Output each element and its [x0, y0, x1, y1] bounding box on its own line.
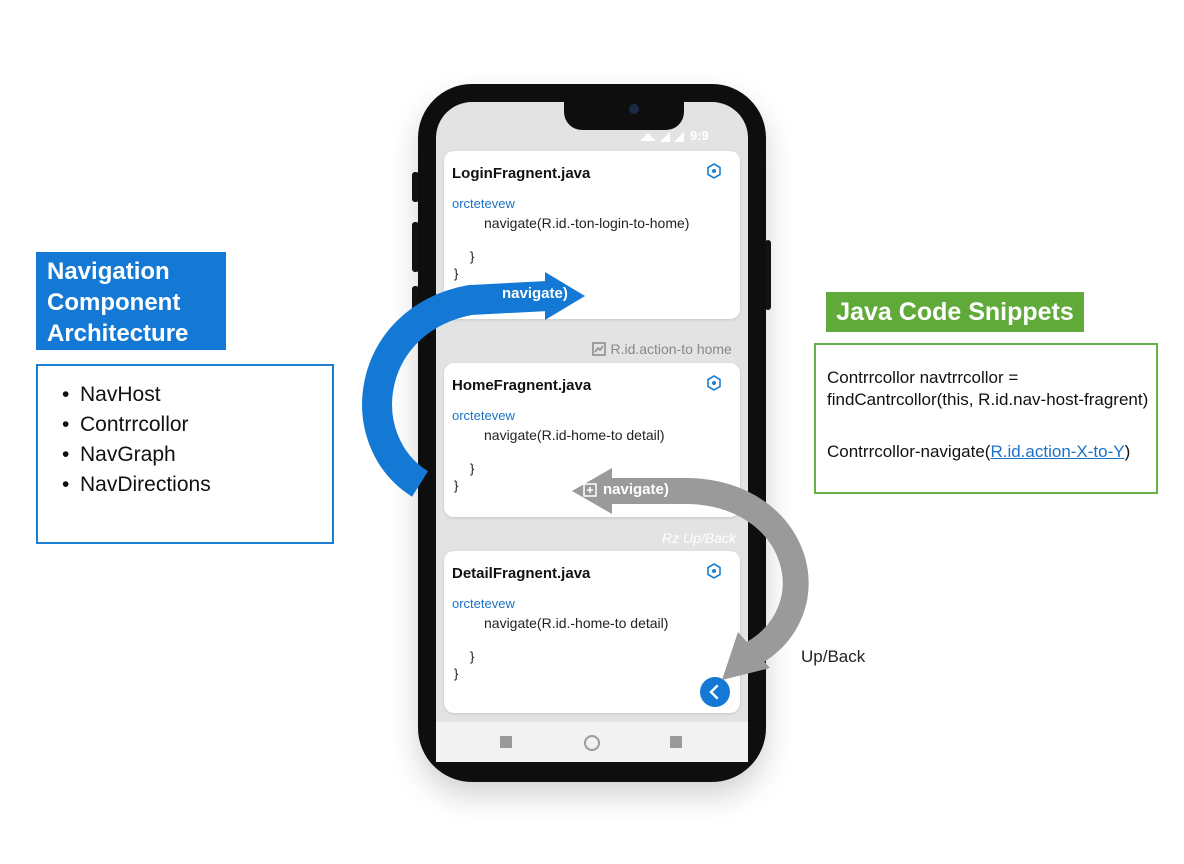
file-name: LoginFragnent.java — [452, 165, 591, 182]
brace: } — [470, 461, 475, 476]
arrow-head-blue — [545, 272, 585, 320]
phone-notch — [564, 100, 684, 130]
home-button[interactable] — [584, 735, 600, 751]
snippets-box: Contrrcollor navtrrcollor = findCantrcol… — [814, 343, 1158, 494]
method-name: orctetevew — [452, 596, 515, 611]
method-name: orctetevew — [452, 408, 515, 423]
signal-wifi-icon — [640, 132, 684, 142]
snippet-line-1: Contrrcollor navtrrcollor = — [827, 368, 1019, 387]
phone-volume-up — [412, 222, 419, 272]
snippet-line-2: findCantrcollor(this, R.id.nav-host-frag… — [827, 390, 1149, 409]
arrow-head-gray-left — [572, 468, 612, 514]
brace: } — [470, 249, 475, 264]
navigate-icon — [583, 483, 597, 502]
file-name: DetailFragnent.java — [452, 565, 591, 582]
action-id-text: R.id.action-to home — [610, 341, 732, 357]
navigate-call: navigate(R.id.-ton-login-to-home) — [484, 215, 690, 231]
list-item: NavHost — [62, 380, 332, 410]
graph-icon — [592, 342, 606, 356]
list-item: NavGraph — [62, 440, 332, 470]
architecture-title: Navigation Component Architecture — [36, 252, 226, 350]
navigate-call: navigate(R.id.-home-to detail) — [484, 615, 669, 631]
back-nav-button[interactable] — [670, 736, 682, 748]
chevron-left-icon — [709, 684, 719, 700]
brace: } — [454, 666, 459, 681]
component-list-box: NavHost Contrrcollor NavGraph NavDirecti… — [36, 364, 334, 544]
hexagon-icon — [707, 163, 721, 179]
recents-button[interactable] — [500, 736, 512, 748]
list-item: NavDirections — [62, 470, 332, 500]
snippet-close: ) — [1124, 442, 1131, 461]
navigate-arrow-blue — [362, 281, 549, 497]
brace: } — [454, 478, 459, 493]
snippet-line-3: Contrrcollor-navigate(R.id.action-X-to-Y… — [827, 441, 1156, 463]
list-item: Contrrcollor — [62, 410, 332, 440]
file-name: HomeFragnent.java — [452, 377, 592, 394]
phone-side-button — [412, 172, 419, 202]
navigate-call: navigate(R.id-home-to detail) — [484, 427, 665, 443]
navigate-label-2: navigate) — [603, 481, 669, 498]
up-back-label: Up/Back — [801, 647, 866, 666]
snippet-call: Contrrcollor-navigate( — [827, 442, 991, 461]
status-time: 9:9 — [690, 128, 709, 143]
phone-power-button — [765, 240, 771, 310]
action-label: R.id.action-to home — [592, 341, 732, 359]
brace: } — [454, 266, 459, 281]
title-line-1: Navigation — [47, 258, 170, 285]
arrow-head-gray-down — [722, 632, 770, 680]
brace: } — [470, 649, 475, 664]
up-back-arrow-gray — [610, 478, 809, 666]
hexagon-icon — [707, 563, 721, 579]
method-name: orctetevew — [452, 196, 515, 211]
title-line-2: Component — [47, 289, 181, 316]
detail-fragment-card[interactable]: DetailFragnent.java orctetevew navigate(… — [444, 551, 740, 713]
hexagon-icon — [707, 375, 721, 391]
navigate-label-1: navigate) — [502, 285, 568, 302]
back-button[interactable] — [700, 677, 730, 707]
status-icons — [640, 131, 688, 149]
snippets-title: Java Code Snippets — [826, 292, 1084, 332]
title-line-3: Architecture — [47, 320, 189, 347]
action-link[interactable]: R.id.action-X-to-Y — [990, 442, 1125, 461]
component-list: NavHost Contrrcollor NavGraph NavDirecti… — [38, 366, 332, 500]
up-back-small-label: Rz Up/Back — [662, 530, 736, 546]
camera-icon — [629, 104, 639, 114]
